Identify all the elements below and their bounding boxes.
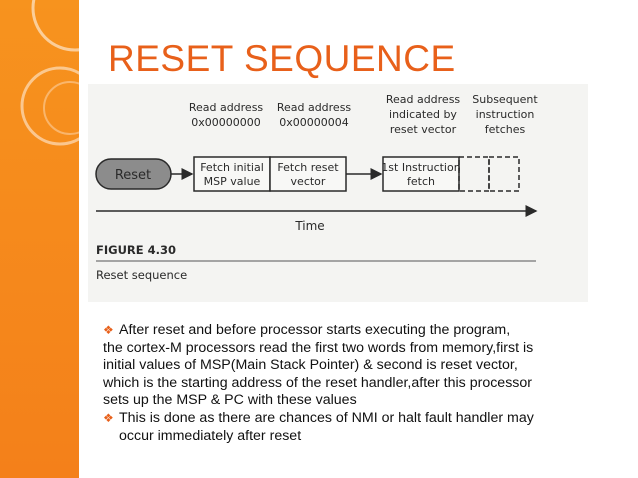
- paragraph-line-2: initial values of MSP(Main Stack Pointer…: [103, 357, 518, 374]
- reset-sequence-figure: Read address 0x00000000 Read address 0x0…: [88, 84, 588, 302]
- paragraph-line-1: the cortex-M processors read the first t…: [103, 339, 534, 356]
- header-4-line2: instruction: [476, 108, 535, 121]
- header-4-line1: Subsequent: [472, 93, 538, 106]
- time-label: Time: [294, 219, 324, 233]
- header-2-line2: 0x00000004: [279, 116, 349, 129]
- box-3-line1: 1st Instruction: [381, 161, 460, 174]
- bullet-2: ❖ This is done as there are chances of N…: [103, 410, 603, 428]
- bullet-1: ❖ After reset and before processor start…: [103, 322, 603, 340]
- subsequent-fetch-box-2: [488, 156, 520, 192]
- bullet-2-text: This is done as there are chances of NMI…: [119, 409, 534, 426]
- slide-title: RESET SEQUENCE: [108, 38, 456, 79]
- bullet-2-continuation: occur immediately after reset: [119, 427, 302, 444]
- box-1-line1: Fetch initial: [200, 161, 264, 174]
- diamond-bullet-icon: ❖: [103, 410, 114, 425]
- box-2-line2: vector: [291, 175, 326, 188]
- paragraph-line-4: sets up the MSP & PC with these values: [103, 392, 357, 409]
- left-decorative-band: [0, 0, 79, 478]
- header-4-line3: fetches: [485, 123, 526, 136]
- header-1-line2: 0x00000000: [191, 116, 261, 129]
- figure-caption: Reset sequence: [96, 268, 187, 282]
- reset-label: Reset: [115, 168, 151, 183]
- slide-body: ❖ After reset and before processor start…: [103, 322, 603, 445]
- subsequent-fetch-box-1: [458, 156, 490, 192]
- header-3-line2: indicated by: [389, 108, 457, 121]
- fetch-msp-box: [193, 156, 271, 192]
- header-3-line1: Read address: [386, 93, 461, 106]
- reset-sequence-diagram: Read address 0x00000000 Read address 0x0…: [95, 93, 538, 282]
- header-2-line1: Read address: [277, 101, 352, 114]
- first-instruction-box: [382, 156, 460, 192]
- diamond-bullet-icon: ❖: [103, 323, 114, 337]
- decorative-arcs: [20, 0, 79, 146]
- bullet-1-text: After reset and before processor starts …: [119, 322, 511, 338]
- figure-number: FIGURE 4.30: [96, 243, 176, 257]
- box-2-line1: Fetch reset: [277, 161, 339, 174]
- paragraph-line-3: which is the starting address of the res…: [103, 374, 532, 391]
- box-3-line2: fetch: [407, 175, 435, 188]
- header-3-line3: reset vector: [390, 123, 457, 136]
- header-1-line1: Read address: [189, 101, 264, 114]
- box-1-line2: MSP value: [204, 175, 261, 188]
- fetch-reset-vector-box: [269, 156, 347, 192]
